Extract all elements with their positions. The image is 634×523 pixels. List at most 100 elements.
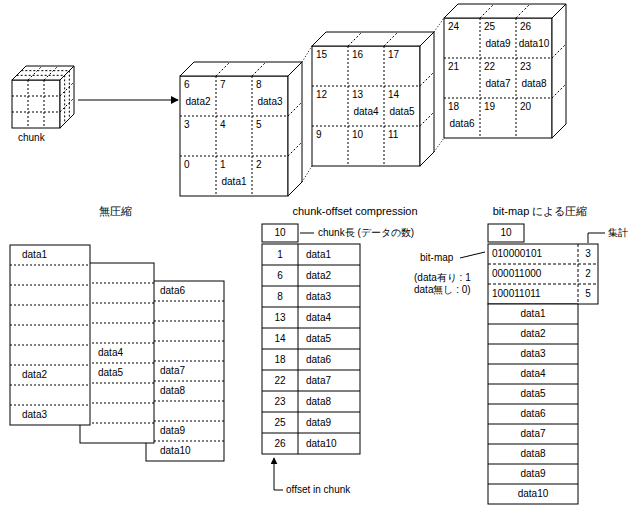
data-cell: data7 (488, 428, 578, 440)
data-label: data5 (384, 106, 420, 118)
table-line (488, 324, 578, 484)
offset-cell: 13 (262, 312, 298, 324)
count-cell: 2 (578, 268, 598, 280)
cell-number: 20 (520, 101, 531, 113)
row-line (10, 265, 90, 405)
data-cell: data3 (306, 291, 331, 303)
annotation: bit-map (420, 252, 453, 264)
slab-face (288, 62, 302, 196)
chunk-length: 10 (488, 227, 524, 239)
cell-number: 5 (256, 119, 262, 131)
slab-grid (312, 32, 434, 166)
data-label: data9 (480, 38, 516, 50)
cell-number: 0 (184, 159, 190, 171)
storage-column (146, 281, 224, 461)
data-cell: data10 (306, 438, 337, 450)
data-cell: data1 (488, 308, 578, 320)
chunk-slab: 151617121314data4data591011 (312, 46, 420, 166)
offset-cell: 14 (262, 333, 298, 345)
data-label: data8 (516, 78, 552, 90)
cell-number: 11 (388, 129, 398, 141)
length-box (488, 224, 524, 242)
offset-cell: 1 (262, 249, 298, 261)
flow-arrow (78, 100, 178, 101)
leader-line (588, 233, 605, 243)
annotation: (data有り : 1 data無し : 0) (414, 272, 484, 296)
data-label: data3 (22, 409, 47, 421)
slab-grid (180, 62, 302, 196)
cell-number: 19 (484, 101, 495, 113)
offset-cell: 6 (262, 270, 298, 282)
data-label: data10 (160, 445, 191, 457)
cell-number: 21 (448, 61, 459, 73)
slab-face (444, 18, 552, 138)
cell-number: 13 (352, 89, 363, 101)
count-cell: 3 (578, 248, 598, 260)
annotation: chunk長 (データの数) (318, 227, 414, 239)
cell-number: 25 (484, 21, 495, 33)
data-label: data7 (480, 78, 516, 90)
data-label: data7 (160, 365, 185, 377)
data-label: data9 (160, 425, 185, 437)
data-cell: data8 (488, 448, 578, 460)
cell-number: 15 (316, 49, 327, 61)
row-line (146, 301, 224, 441)
offset-table (262, 244, 360, 454)
data-cell: data10 (488, 488, 578, 500)
chunk-cube: chunk (12, 66, 74, 128)
count-cell: 5 (578, 288, 598, 300)
cell-number: 18 (448, 101, 459, 113)
cell-number: 22 (484, 61, 495, 73)
section-heading: bit-map による圧縮 (470, 205, 610, 218)
cell-number: 4 (220, 119, 226, 131)
cell-number: 3 (184, 119, 190, 131)
chunk-slab: 242526data9data10212223data7data8181920d… (444, 18, 552, 138)
data-cell: data9 (306, 417, 331, 429)
slab-face (312, 32, 434, 46)
length-box (262, 224, 298, 242)
offset-cell: 26 (262, 438, 298, 450)
table-line (262, 244, 360, 454)
data-table (488, 304, 578, 504)
annotation: offset in chunk (286, 484, 350, 496)
data-label: data4 (348, 106, 384, 118)
data-label: data5 (98, 367, 123, 379)
cell-number: 17 (388, 49, 399, 61)
slab-face (552, 4, 566, 138)
data-label: data1 (216, 176, 252, 188)
data-label: data2 (22, 369, 47, 381)
slab-grid (444, 4, 566, 138)
data-cell: data5 (488, 388, 578, 400)
leader-line (274, 490, 283, 491)
cube-face (12, 80, 60, 128)
slab-face (420, 32, 434, 166)
data-label: data6 (444, 118, 480, 130)
cell-number: 2 (256, 159, 262, 171)
data-label: data8 (160, 385, 185, 397)
data-label: data1 (22, 249, 47, 261)
bitmap-table (488, 244, 598, 304)
row-line (80, 283, 154, 423)
data-cell: data2 (488, 328, 578, 340)
cell-number: 24 (448, 21, 459, 33)
offset-cell: 8 (262, 291, 298, 303)
data-cell: data7 (306, 375, 331, 387)
data-cell: data6 (488, 408, 578, 420)
leader-line (460, 252, 485, 258)
cell-number: 7 (220, 79, 226, 91)
offset-cell: 23 (262, 396, 298, 408)
cell-number: 6 (184, 79, 190, 91)
cell-number: 10 (352, 129, 363, 141)
section-heading: chunk-offset compression (270, 205, 440, 218)
slab-face (180, 62, 302, 76)
slab-link (302, 18, 444, 182)
leader-arrow (274, 458, 275, 490)
leader-line (300, 233, 314, 234)
chunk-slab: 678data2data3345012data1 (180, 76, 288, 196)
offset-cell: 22 (262, 375, 298, 387)
data-label: data3 (252, 96, 288, 108)
data-label: data4 (98, 347, 123, 359)
bitmap-cell: 000011000 (492, 268, 541, 280)
data-cell: data2 (306, 270, 331, 282)
